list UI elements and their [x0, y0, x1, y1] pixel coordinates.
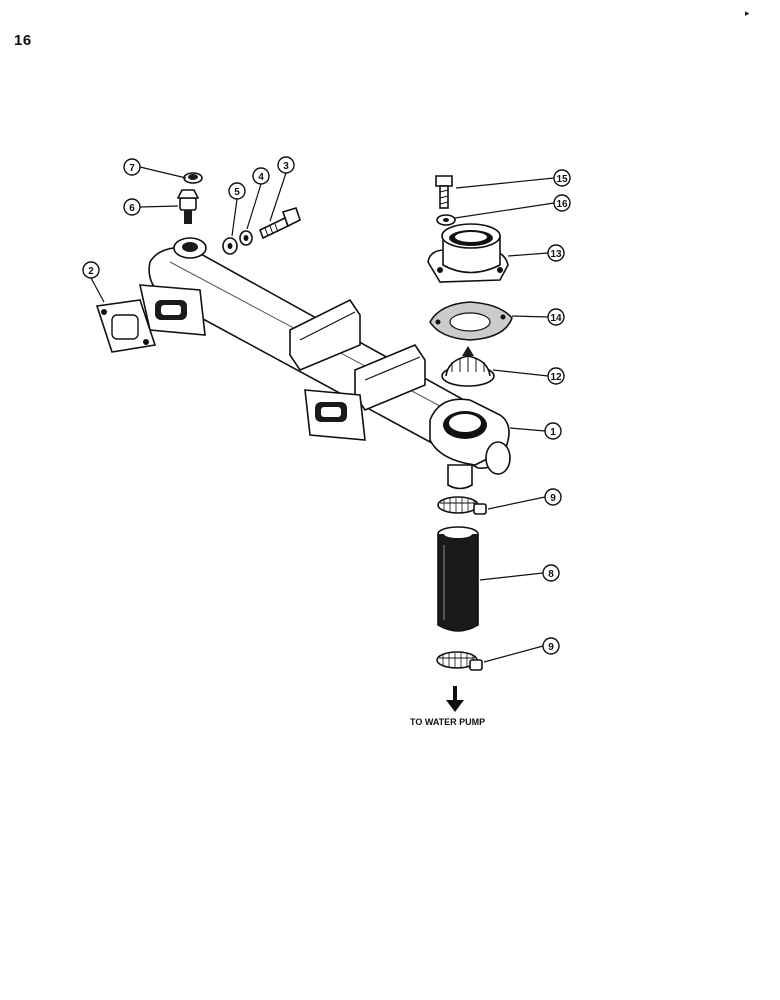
- manifold-gasket: [95, 299, 157, 353]
- svg-text:2: 2: [88, 266, 94, 277]
- callout-7: 7: [123, 158, 141, 176]
- svg-text:9: 9: [550, 493, 556, 504]
- svg-text:3: 3: [283, 161, 289, 172]
- svg-text:12: 12: [550, 372, 562, 383]
- flat-washer: [222, 237, 238, 255]
- thermostat-gasket: [429, 301, 513, 341]
- callout-2: 2: [82, 261, 100, 279]
- coolant-hose: [437, 526, 479, 632]
- callout-4: 4: [252, 167, 270, 185]
- flow-caption: TO WATER PUMP: [410, 717, 485, 727]
- svg-text:16: 16: [556, 199, 568, 210]
- callout-6: 6: [123, 198, 141, 216]
- flow-arrow: [446, 686, 464, 712]
- housing-lockwasher: [436, 214, 456, 226]
- svg-text:15: 15: [556, 174, 568, 185]
- hose-clamp-upper: [437, 496, 487, 515]
- svg-text:9: 9: [548, 642, 554, 653]
- svg-text:14: 14: [550, 313, 562, 324]
- svg-text:6: 6: [129, 203, 135, 214]
- callout-8: 8: [542, 564, 560, 582]
- svg-text:8: 8: [548, 569, 554, 580]
- callout-16: 16: [553, 194, 571, 212]
- svg-text:5: 5: [234, 187, 240, 198]
- temperature-sender: [176, 189, 200, 224]
- svg-text:13: 13: [550, 249, 562, 260]
- callout-5: 5: [228, 182, 246, 200]
- callout-9-upper: 9: [544, 488, 562, 506]
- thermostat: [441, 346, 495, 387]
- callout-1: 1: [544, 422, 562, 440]
- svg-text:4: 4: [258, 172, 264, 183]
- callout-12: 12: [547, 367, 565, 385]
- housing-bolt: [435, 175, 453, 209]
- callout-14: 14: [547, 308, 565, 326]
- water-manifold: [138, 237, 511, 490]
- corner-mark: ▸: [745, 8, 750, 18]
- svg-text:1: 1: [550, 427, 556, 438]
- callout-13: 13: [547, 244, 565, 262]
- hose-clamp-lower: [436, 651, 483, 671]
- page-number: 16: [14, 32, 32, 49]
- cap-screw: [258, 207, 301, 240]
- callout-9-lower: 9: [542, 637, 560, 655]
- svg-text:7: 7: [129, 163, 135, 174]
- leader-lines: [90, 166, 555, 663]
- sender-cap: [183, 172, 203, 184]
- lock-washer: [239, 230, 253, 246]
- thermostat-housing: [427, 223, 509, 283]
- callout-3: 3: [277, 156, 295, 174]
- callout-15: 15: [553, 169, 571, 187]
